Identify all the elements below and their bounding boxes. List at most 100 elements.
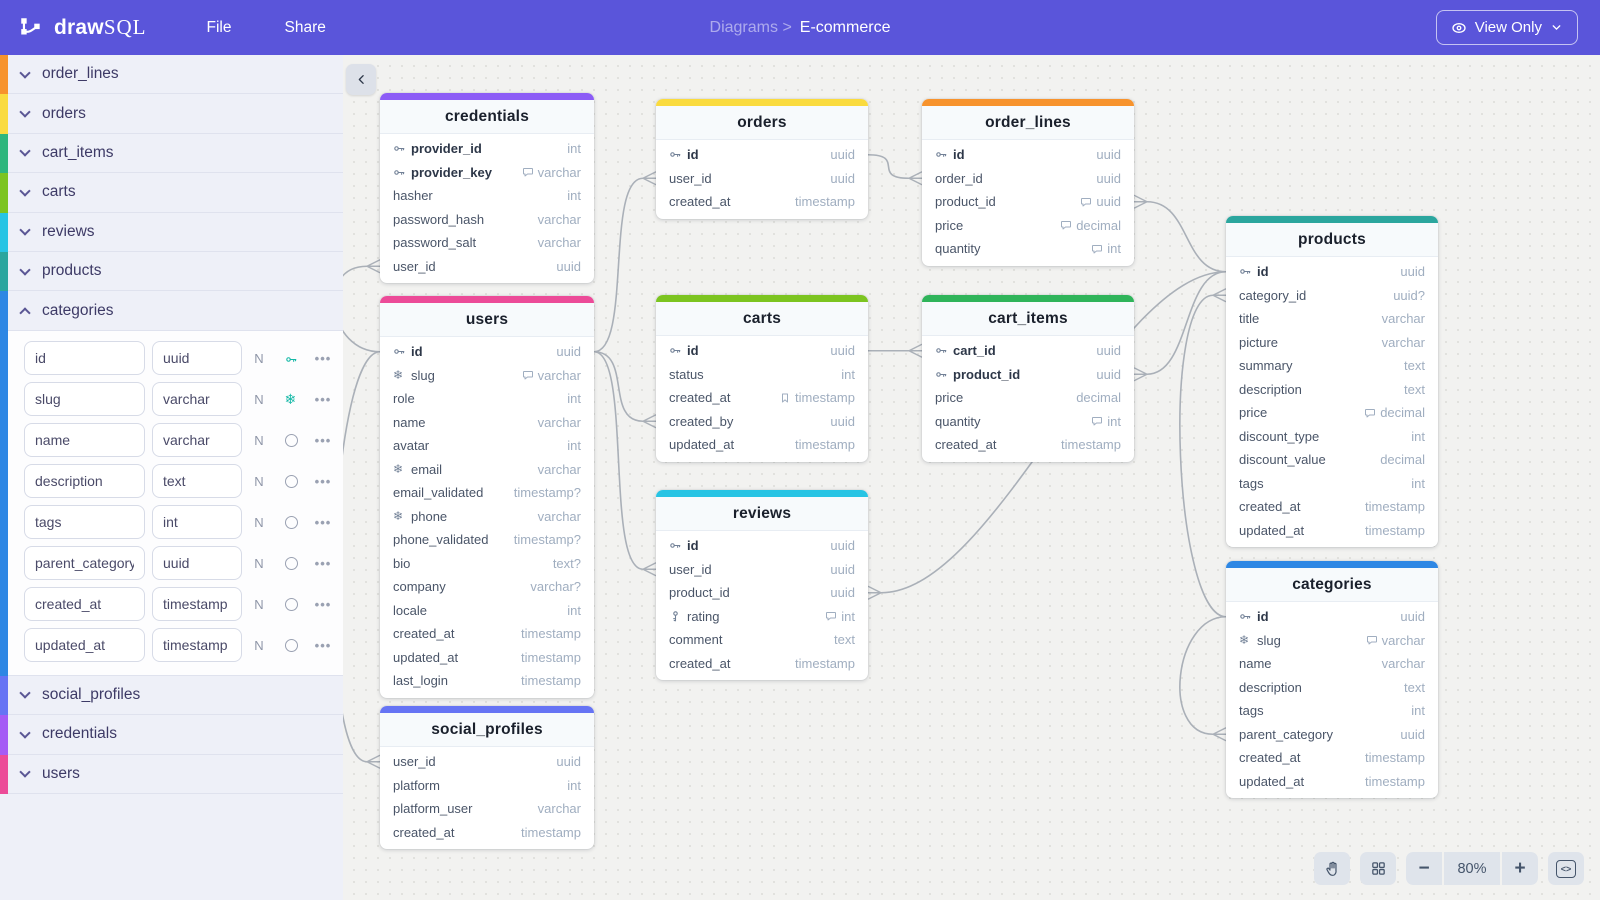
sidebar-table-orders[interactable]: orders [0,94,343,134]
field-row-id[interactable]: id uuid [922,143,1134,167]
nullable-toggle[interactable]: N [254,596,264,612]
field-row-user_id[interactable]: user_id uuid [656,167,868,191]
entity-table-orders[interactable]: orders id uuid user_id uuid created_at t… [656,99,868,219]
field-row-quantity[interactable]: quantity int [922,410,1134,434]
empty-index-icon[interactable] [284,597,298,611]
pan-hand-button[interactable] [1314,852,1350,885]
field-row-status[interactable]: status int [656,363,868,387]
field-row-platform_user[interactable]: platform_user varchar [380,797,594,821]
field-row-cart_id[interactable]: cart_id uuid [922,339,1134,363]
field-row-price[interactable]: price decimal [1226,401,1438,425]
sidebar-table-cart_items[interactable]: cart_items [0,134,343,174]
field-menu-button[interactable]: ••• [314,473,332,489]
field-type-input[interactable] [152,587,242,622]
sidebar-table-order_lines[interactable]: order_lines [0,55,343,95]
field-row-created_at[interactable]: created_at timestamp [380,622,594,646]
field-row-password_hash[interactable]: password_hash varchar [380,208,594,232]
field-row-id[interactable]: id uuid [656,339,868,363]
entity-table-products[interactable]: products id uuid category_id uuid? title… [1226,216,1438,547]
nullable-toggle[interactable]: N [254,391,264,407]
field-row-parent_category[interactable]: parent_category uuid [1226,723,1438,747]
field-row-phone[interactable]: ❄phone varchar [380,505,594,529]
field-row-id[interactable]: id uuid [656,534,868,558]
field-row-created_at[interactable]: created_at timestamp [656,652,868,676]
field-menu-button[interactable]: ••• [314,555,332,571]
field-row-slug[interactable]: ❄slug varchar [380,364,594,388]
field-row-description[interactable]: description text [1226,378,1438,402]
field-row-summary[interactable]: summary text [1226,354,1438,378]
field-row-product_id[interactable]: product_id uuid [922,363,1134,387]
sidebar-table-categories[interactable]: categories [0,291,343,331]
field-row-id[interactable]: id uuid [380,340,594,364]
nullable-toggle[interactable]: N [254,555,264,571]
field-row-price[interactable]: price decimal [922,214,1134,238]
field-row-avatar[interactable]: avatar int [380,434,594,458]
overview-grid-button[interactable] [1360,852,1396,885]
field-name-input[interactable] [24,587,145,622]
sidebar-table-carts[interactable]: carts [0,173,343,213]
field-type-input[interactable] [152,464,242,499]
drawsql-logo[interactable]: drawSQL [18,15,147,41]
field-row-user_id[interactable]: user_id uuid [380,255,594,279]
nullable-toggle[interactable]: N [254,432,264,448]
field-row-quantity[interactable]: quantity int [922,237,1134,261]
field-row-platform[interactable]: platform int [380,774,594,798]
field-type-input[interactable] [152,505,242,540]
empty-index-icon[interactable] [284,515,298,529]
field-row-email[interactable]: ❄email varchar [380,458,594,482]
entity-table-credentials[interactable]: credentials provider_id int provider_key… [380,93,594,283]
field-menu-button[interactable]: ••• [314,596,332,612]
nullable-toggle[interactable]: N [254,350,264,366]
field-row-name[interactable]: name varchar [1226,652,1438,676]
field-row-bio[interactable]: bio text? [380,552,594,576]
entity-table-order_lines[interactable]: order_lines id uuid order_id uuid produc… [922,99,1134,266]
field-menu-button[interactable]: ••• [314,637,332,653]
field-row-description[interactable]: description text [1226,676,1438,700]
field-row-created_at[interactable]: created_at timestamp [656,386,868,410]
field-row-rating[interactable]: rating int [656,605,868,629]
entity-table-cart_items[interactable]: cart_items cart_id uuid product_id uuid … [922,295,1134,462]
field-row-user_id[interactable]: user_id uuid [656,558,868,582]
field-name-input[interactable] [24,423,145,458]
field-name-input[interactable] [24,628,145,663]
field-row-provider_id[interactable]: provider_id int [380,137,594,161]
zoom-in-button[interactable]: + [1502,852,1538,885]
empty-index-icon[interactable] [284,474,298,488]
field-menu-button[interactable]: ••• [314,514,332,530]
field-row-created_by[interactable]: created_by uuid [656,410,868,434]
field-menu-button[interactable]: ••• [314,350,332,366]
field-row-order_id[interactable]: order_id uuid [922,167,1134,191]
field-row-created_at[interactable]: created_at timestamp [922,433,1134,457]
menu-file[interactable]: File [206,18,232,36]
field-row-created_at[interactable]: created_at timestamp [1226,746,1438,770]
empty-index-icon[interactable] [284,556,298,570]
field-row-discount_type[interactable]: discount_type int [1226,425,1438,449]
field-row-password_salt[interactable]: password_salt varchar [380,231,594,255]
field-row-tags[interactable]: tags int [1226,472,1438,496]
field-row-company[interactable]: company varchar? [380,575,594,599]
field-row-updated_at[interactable]: updated_at timestamp [380,646,594,670]
field-row-id[interactable]: id uuid [656,143,868,167]
field-row-provider_key[interactable]: provider_key varchar [380,161,594,185]
field-row-phone_validated[interactable]: phone_validated timestamp? [380,528,594,552]
sidebar-table-credentials[interactable]: credentials [0,715,343,755]
field-row-created_at[interactable]: created_at timestamp [656,190,868,214]
field-menu-button[interactable]: ••• [314,432,332,448]
field-row-product_id[interactable]: product_id uuid [922,190,1134,214]
entity-table-social_profiles[interactable]: social_profiles user_id uuid platform in… [380,706,594,849]
menu-share[interactable]: Share [284,18,326,36]
embed-code-button[interactable]: <> [1548,852,1584,885]
field-name-input[interactable] [24,464,145,499]
field-row-email_validated[interactable]: email_validated timestamp? [380,481,594,505]
field-row-id[interactable]: id uuid [1226,605,1438,629]
field-row-locale[interactable]: locale int [380,599,594,623]
empty-index-icon[interactable] [284,638,298,652]
sidebar-table-reviews[interactable]: reviews [0,213,343,252]
field-row-category_id[interactable]: category_id uuid? [1226,284,1438,308]
field-row-title[interactable]: title varchar [1226,307,1438,331]
field-type-input[interactable] [152,546,242,581]
field-row-discount_value[interactable]: discount_value decimal [1226,448,1438,472]
field-row-id[interactable]: id uuid [1226,260,1438,284]
entity-table-users[interactable]: users id uuid ❄slug varchar role int n [380,296,594,698]
field-row-comment[interactable]: comment text [656,628,868,652]
